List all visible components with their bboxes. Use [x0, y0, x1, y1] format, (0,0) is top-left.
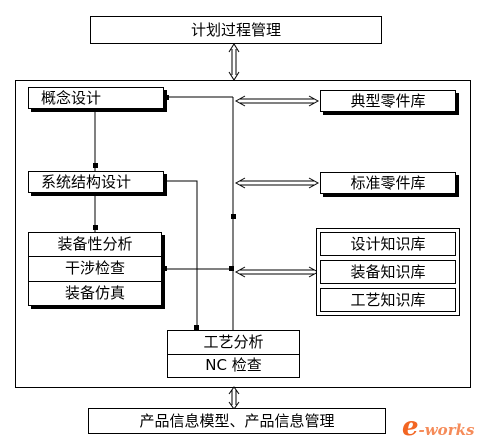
typical-parts-library: 典型零件库	[320, 90, 456, 112]
design-knowledge-label: 设计知识库	[350, 234, 426, 253]
assembly-simulation-item: 装备仿真	[29, 282, 161, 305]
plan-process-management: 计划过程管理	[90, 16, 382, 44]
process-knowledge-base: 工艺知识库	[320, 288, 456, 312]
design-knowledge-base: 设计知识库	[320, 232, 456, 256]
system-structure-design-box: 系统结构设计	[28, 171, 164, 193]
concept-design-box: 概念设计	[28, 87, 164, 109]
arrow-standard	[234, 177, 320, 189]
assembly-knowledge-label: 装备知识库	[350, 262, 426, 281]
process-knowledge-label: 工艺知识库	[350, 290, 426, 309]
assembly-analysis-item: 装备性分析	[29, 233, 161, 258]
logo-e: e	[402, 412, 419, 442]
process-analysis-group: 工艺分析 NC 检查	[167, 330, 300, 378]
typical-parts-label: 典型零件库	[350, 91, 426, 110]
assembly-knowledge-base: 装备知识库	[320, 260, 456, 284]
nc-check-item: NC 检查	[168, 355, 299, 378]
top-connector	[228, 43, 240, 81]
plan-process-label: 计划过程管理	[190, 20, 281, 39]
assembly-analysis-label: 装备性分析	[57, 235, 133, 254]
nc-check-label: NC 检查	[205, 356, 262, 375]
knowledge-base-group: 设计知识库 装备知识库 工艺知识库	[316, 228, 460, 316]
process-analysis-label: 工艺分析	[203, 332, 264, 351]
standard-parts-library: 标准零件库	[320, 172, 456, 194]
standard-parts-label: 标准零件库	[350, 173, 426, 192]
system-structure-label: 系统结构设计	[41, 172, 132, 191]
process-analysis-item: 工艺分析	[168, 331, 299, 355]
bottom-connector	[228, 386, 240, 410]
logo-rest: -works	[418, 421, 475, 439]
analysis-group: 装备性分析 干涉检查 装备仿真	[28, 232, 162, 306]
arrow-typical	[234, 95, 320, 107]
product-info-label: 产品信息模型、产品信息管理	[139, 411, 335, 430]
system-frame	[15, 80, 471, 388]
assembly-simulation-label: 装备仿真	[64, 283, 125, 302]
eworks-logo: e-works	[402, 412, 474, 442]
concept-design-label: 概念设计	[41, 88, 102, 107]
arrow-knowledge	[234, 266, 320, 278]
interference-check-label: 干涉检查	[64, 259, 125, 278]
interference-check-item: 干涉检查	[29, 257, 161, 282]
product-information-management: 产品信息模型、产品信息管理	[88, 408, 386, 434]
